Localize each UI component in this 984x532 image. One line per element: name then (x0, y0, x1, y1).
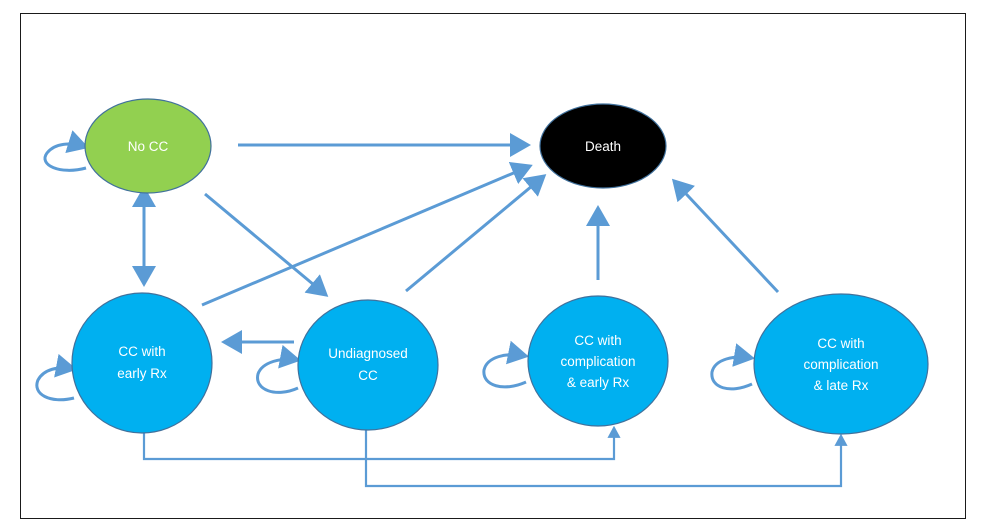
node-label-comp-late-2: complication (803, 357, 878, 372)
node-label-cc-early-rx-1: CC with (118, 344, 165, 359)
self-loop-complate (710, 343, 755, 391)
edge-undiagnosed-to-complate (364, 430, 848, 488)
self-loop-compearly (482, 340, 529, 389)
diagram-frame (20, 13, 966, 519)
edge-ccearly-to-compearly (142, 425, 621, 461)
node-label-no-cc: No CC (128, 139, 169, 154)
self-loop-undiagnosed (256, 344, 301, 394)
edge-undiagnosed-to-death (405, 174, 547, 293)
edge-complate-to-death (671, 178, 780, 294)
node-cc-complication-late-rx: CC with complication & late Rx (753, 293, 929, 435)
self-loop-ccearly (35, 353, 77, 402)
node-label-comp-late-3: & late Rx (814, 378, 869, 393)
node-cc-complication-early-rx: CC with complication & early Rx (527, 295, 669, 427)
node-label-undiagnosed-1: Undiagnosed (328, 346, 408, 361)
node-undiagnosed-cc: Undiagnosed CC (297, 299, 439, 431)
self-loop-nocc (43, 130, 89, 172)
node-cc-early-rx: CC with early Rx (71, 292, 213, 434)
node-label-comp-late-1: CC with (817, 336, 864, 351)
node-label-comp-early-2: complication (560, 354, 635, 369)
node-label-cc-early-rx-2: early Rx (117, 366, 167, 381)
node-no-cc: No CC (84, 98, 212, 194)
node-label-comp-early-3: & early Rx (567, 375, 630, 390)
node-label-comp-early-1: CC with (574, 333, 621, 348)
edge-nocc-to-undiagnosed (204, 192, 329, 297)
edge-ccearly-to-death (201, 161, 533, 307)
node-label-undiagnosed-2: CC (358, 368, 378, 383)
node-label-death: Death (585, 139, 621, 154)
node-death: Death (539, 103, 667, 189)
